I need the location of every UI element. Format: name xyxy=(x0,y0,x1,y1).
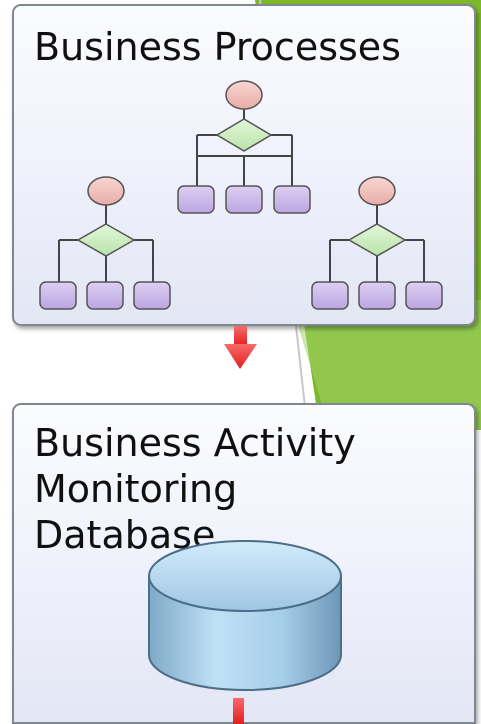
monitoring-database-title: Business Activity Monitoring Database xyxy=(34,421,356,557)
start-node xyxy=(225,80,263,110)
process-flowchart-left xyxy=(39,176,171,310)
decision-node xyxy=(76,223,136,257)
business-processes-panel: Business Processes xyxy=(12,4,476,326)
task-node xyxy=(311,281,349,310)
business-processes-title: Business Processes xyxy=(34,25,401,69)
task-node xyxy=(273,185,311,214)
start-node xyxy=(87,176,125,206)
monitoring-database-panel: Business Activity Monitoring Database xyxy=(12,403,476,724)
task-node xyxy=(405,281,443,310)
task-node xyxy=(39,281,77,310)
task-node xyxy=(86,281,124,310)
process-flowchart-right xyxy=(311,176,443,310)
decision-node xyxy=(215,118,273,152)
task-node xyxy=(177,185,215,214)
task-node xyxy=(358,281,396,310)
process-flowchart-center xyxy=(177,80,311,214)
decision-node xyxy=(347,223,407,257)
process-flow-diagrams xyxy=(39,80,443,310)
start-node xyxy=(358,176,396,206)
accent-green-highlight xyxy=(290,300,481,430)
task-node xyxy=(225,185,263,214)
task-node xyxy=(133,281,171,310)
